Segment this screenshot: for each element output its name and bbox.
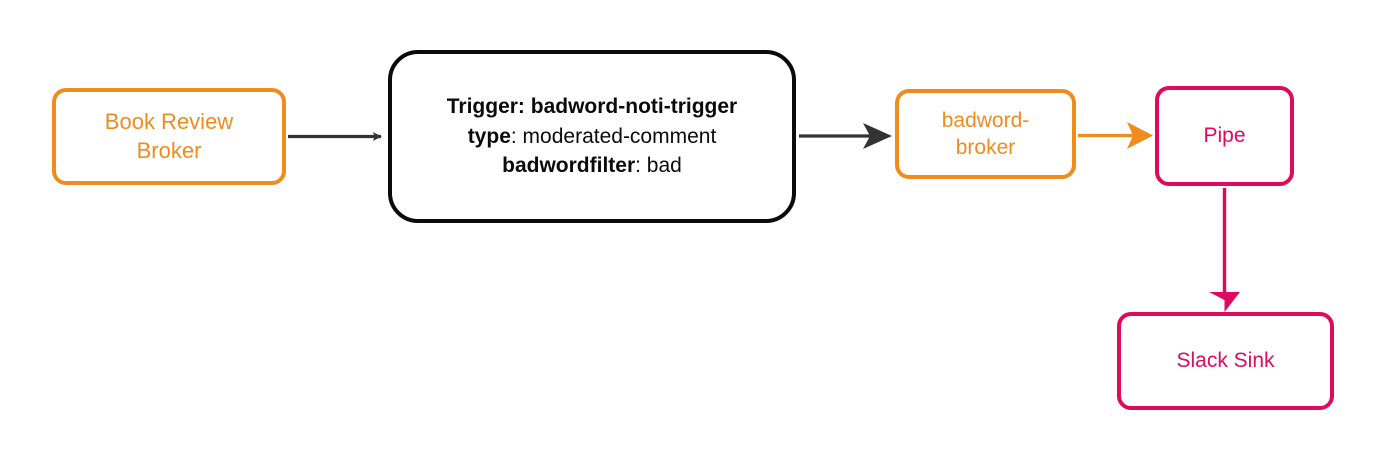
node-slack-sink-label: Slack Sink (1176, 349, 1275, 373)
node-badword-broker-label: badword- broker (941, 108, 1030, 159)
node-trigger-line-3: badwordfilter: bad (447, 151, 737, 181)
node-pipe[interactable]: Pipe (1155, 86, 1294, 186)
node-badword-broker[interactable]: badword- broker (895, 89, 1076, 179)
arrowhead-pipe-to-slack-sink (1209, 292, 1240, 312)
node-trigger-line-1: Trigger: badword-noti-trigger (447, 92, 737, 122)
node-book-review-broker-label: Book Review Broker (104, 108, 234, 163)
arrowhead-badword-broker-to-pipe (1127, 122, 1153, 149)
node-book-review-broker[interactable]: Book Review Broker (52, 88, 286, 185)
node-trigger-line-2: type: moderated-comment (447, 122, 737, 152)
node-pipe-label: Pipe (1203, 124, 1246, 148)
node-trigger-line-2-bold: type (467, 124, 511, 148)
node-trigger-line-3-rest: : bad (635, 154, 682, 178)
node-trigger[interactable]: Trigger: badword-noti-trigger type: mode… (388, 50, 796, 223)
arrowhead-trigger-to-badword-broker (863, 123, 892, 149)
node-trigger-line-3-bold: badwordfilter (502, 154, 636, 178)
node-trigger-line-2-rest: : moderated-comment (510, 124, 717, 148)
node-trigger-label: Trigger: badword-noti-trigger type: mode… (447, 92, 737, 181)
node-slack-sink[interactable]: Slack Sink (1117, 312, 1334, 410)
node-trigger-line-1-bold: Trigger: badword-noti-trigger (446, 94, 738, 118)
